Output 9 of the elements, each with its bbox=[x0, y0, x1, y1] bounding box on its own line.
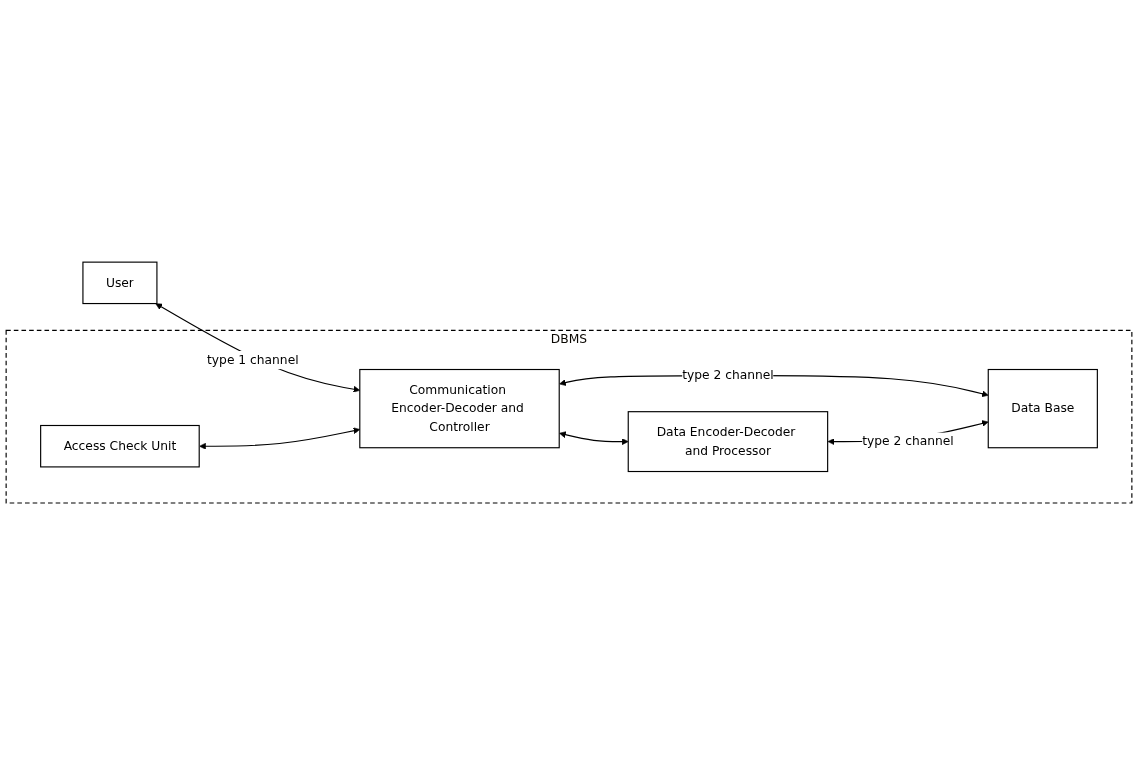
node-box: Data Base bbox=[987, 369, 1098, 449]
edge-label: type 2 channel bbox=[862, 434, 954, 449]
node-box: Access Check Unit bbox=[40, 425, 200, 468]
edge-label: type 2 channel bbox=[682, 368, 774, 383]
node-box: User bbox=[82, 262, 158, 305]
arrow bbox=[559, 431, 629, 446]
edge-label: type 1 channel bbox=[207, 352, 299, 368]
node-box: Communication Encoder-Decoder and Controller bbox=[359, 369, 560, 449]
node-box: Data Encoder-Decoder and Processor bbox=[627, 411, 829, 473]
